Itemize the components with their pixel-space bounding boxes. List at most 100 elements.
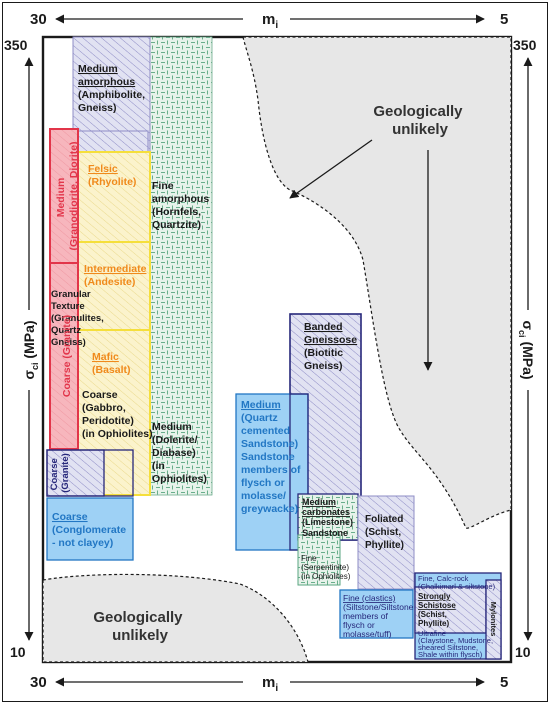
svg-text:members of: members of xyxy=(241,464,301,476)
label-coarse-conglomerate: Coarse (Conglomerate - not clayey) xyxy=(52,511,126,549)
svg-text:Medium: Medium xyxy=(152,421,192,433)
svg-text:- not clayey): - not clayey) xyxy=(52,537,113,549)
svg-text:Phyllite): Phyllite) xyxy=(365,540,404,551)
svg-text:(Gabbro,: (Gabbro, xyxy=(82,402,126,414)
svg-text:Medium: Medium xyxy=(241,399,281,411)
svg-text:greywacke): greywacke) xyxy=(241,503,298,515)
box-coarse-conglomerate xyxy=(46,497,134,561)
svg-text:members of: members of xyxy=(343,611,389,621)
svg-text:amorphous: amorphous xyxy=(152,193,209,205)
svg-text:molasse/tuff): molasse/tuff) xyxy=(343,629,392,639)
label-medium-granodiorite: Medium (Granodiorite, Diorite) xyxy=(55,141,80,250)
svg-text:Gneiss): Gneiss) xyxy=(78,102,117,114)
box-mylonites xyxy=(485,579,502,660)
svg-text:(Biotitic: (Biotitic xyxy=(304,347,343,359)
svg-text:cemented: cemented xyxy=(241,425,290,437)
box-fine-clastics xyxy=(339,589,414,639)
svg-text:Texture: Texture xyxy=(51,301,85,312)
svg-text:Banded: Banded xyxy=(304,321,343,333)
label-strongly-schistose: Strongly Schistose (Schist, Phyllite) xyxy=(418,592,456,628)
label-granular-texture: Granular Texture (Granulites, Quartz Gne… xyxy=(51,289,104,348)
svg-text:(Amphibolite,: (Amphibolite, xyxy=(78,89,145,101)
svg-text:Gneiss): Gneiss) xyxy=(304,360,343,372)
svg-text:Diabase): Diabase) xyxy=(152,447,196,459)
svg-text:(Schist,: (Schist, xyxy=(418,610,447,619)
svg-text:(Claystone, Mudstone,: (Claystone, Mudstone, xyxy=(418,636,493,645)
svg-text:Fine (clastics): Fine (clastics) xyxy=(343,593,396,603)
svg-text:Schistose: Schistose xyxy=(418,601,456,610)
svg-text:Ophiolites): Ophiolites) xyxy=(152,473,207,485)
svg-text:(Dolerite/: (Dolerite/ xyxy=(152,434,198,446)
axis-right-bottom-tick: 10 xyxy=(515,644,531,660)
svg-text:(Hornfels,: (Hornfels, xyxy=(152,206,201,218)
axis-left-bottom-tick: 10 xyxy=(10,644,26,660)
axis-top-left-tick: 30 xyxy=(30,11,47,28)
svg-text:flysch or: flysch or xyxy=(241,477,285,489)
svg-text:Peridotite): Peridotite) xyxy=(82,415,134,427)
svg-text:Phyllite): Phyllite) xyxy=(418,619,449,628)
label-coarse-gabbro: Coarse (Gabbro, Peridotite) (in Ophiolit… xyxy=(82,389,153,440)
label-ultrafine: Ultrafine (Claystone, Mudstone, sheared … xyxy=(418,629,493,659)
svg-text:(Rhyolite): (Rhyolite) xyxy=(88,176,136,188)
svg-text:(Quartz: (Quartz xyxy=(241,412,278,424)
label-intermediate: Intermediate (Andesite) xyxy=(84,263,147,288)
axis-bottom-title: mi xyxy=(262,674,278,694)
axis-top-title: mi xyxy=(262,11,278,31)
svg-text:(in: (in xyxy=(152,460,165,472)
svg-text:(Conglomerate: (Conglomerate xyxy=(52,524,126,536)
svg-text:carbonates: carbonates xyxy=(302,507,350,517)
box-coarse-granite-outline xyxy=(46,449,134,497)
axis-right-top-tick: 350 xyxy=(513,37,537,53)
axis-bottom: 30 mi 5 xyxy=(30,674,508,694)
box-coarse-granite xyxy=(49,262,79,450)
axis-right: 350 σci (MPa) 10 xyxy=(513,37,537,660)
axis-right-title: σci (MPa) xyxy=(517,320,536,379)
label-coarse-granite-small: Coarse (Granite) xyxy=(49,453,71,493)
svg-text:flysch or: flysch or xyxy=(343,620,375,630)
svg-text:Sandstone: Sandstone xyxy=(302,528,348,538)
svg-text:Sandstone): Sandstone) xyxy=(241,438,298,450)
axis-top-right-tick: 5 xyxy=(500,11,508,28)
svg-text:(Basalt): (Basalt) xyxy=(92,364,131,376)
svg-text:Medium: Medium xyxy=(78,63,118,75)
label-mafic: Mafic (Basalt) xyxy=(92,351,131,376)
axis-bottom-right-tick: 5 xyxy=(500,674,508,691)
box-fine-serpentinite xyxy=(297,534,341,586)
svg-text:sheared Siltstone,: sheared Siltstone, xyxy=(418,643,478,652)
label-foliated: Foliated (Schist, Phyllite) xyxy=(365,514,404,551)
svg-text:(Limestone): (Limestone) xyxy=(302,517,353,527)
axis-left-top-tick: 350 xyxy=(4,37,28,53)
svg-text:Gneiss): Gneiss) xyxy=(51,337,86,348)
svg-text:Coarse: Coarse xyxy=(82,389,118,401)
svg-text:(in Ophiolites): (in Ophiolites) xyxy=(82,428,153,440)
box-medium-sandstone xyxy=(235,393,309,551)
box-coarse-granite-small xyxy=(46,449,105,497)
svg-text:(in Ophiolites): (in Ophiolites) xyxy=(301,572,351,581)
svg-text:Gneissose: Gneissose xyxy=(304,334,357,346)
svg-text:Sandstone: Sandstone xyxy=(241,451,295,463)
region-arrow-left xyxy=(289,139,373,199)
svg-text:Fine, Calc-rock: Fine, Calc-rock xyxy=(418,574,469,583)
box-fine-amorphous xyxy=(147,36,213,496)
svg-text:(Siltstone/Siltstone: (Siltstone/Siltstone xyxy=(343,602,414,612)
label-coarse-granite: Coarse (Granite) xyxy=(61,315,73,397)
svg-text:Granular: Granular xyxy=(51,289,91,300)
label-medium-amorphous: Medium amorphous (Amphibolite, Gneiss) xyxy=(78,63,145,114)
region-geologically-unlikely-top xyxy=(242,36,512,529)
svg-text:Strongly: Strongly xyxy=(418,592,451,601)
svg-text:molasse/: molasse/ xyxy=(241,490,286,502)
svg-text:amorphous: amorphous xyxy=(78,76,135,88)
svg-text:Medium: Medium xyxy=(302,497,336,507)
box-foliated xyxy=(357,495,415,590)
svg-text:Coarse: Coarse xyxy=(52,511,88,523)
region-bottom-label: Geologically unlikely xyxy=(93,609,186,644)
svg-text:Shale within flysch): Shale within flysch) xyxy=(418,650,483,659)
label-fine-clastics: Fine (clastics) (Siltstone/Siltstone mem… xyxy=(343,593,414,639)
svg-text:(Andesite): (Andesite) xyxy=(84,276,135,288)
label-medium-dolerite: Medium (Dolerite/ Diabase) (in Ophiolite… xyxy=(152,421,207,485)
svg-text:Quartzite): Quartzite) xyxy=(152,219,201,231)
svg-text:Intermediate: Intermediate xyxy=(84,263,147,275)
svg-text:(Chalkimarl & siltstone): (Chalkimarl & siltstone) xyxy=(418,582,496,591)
